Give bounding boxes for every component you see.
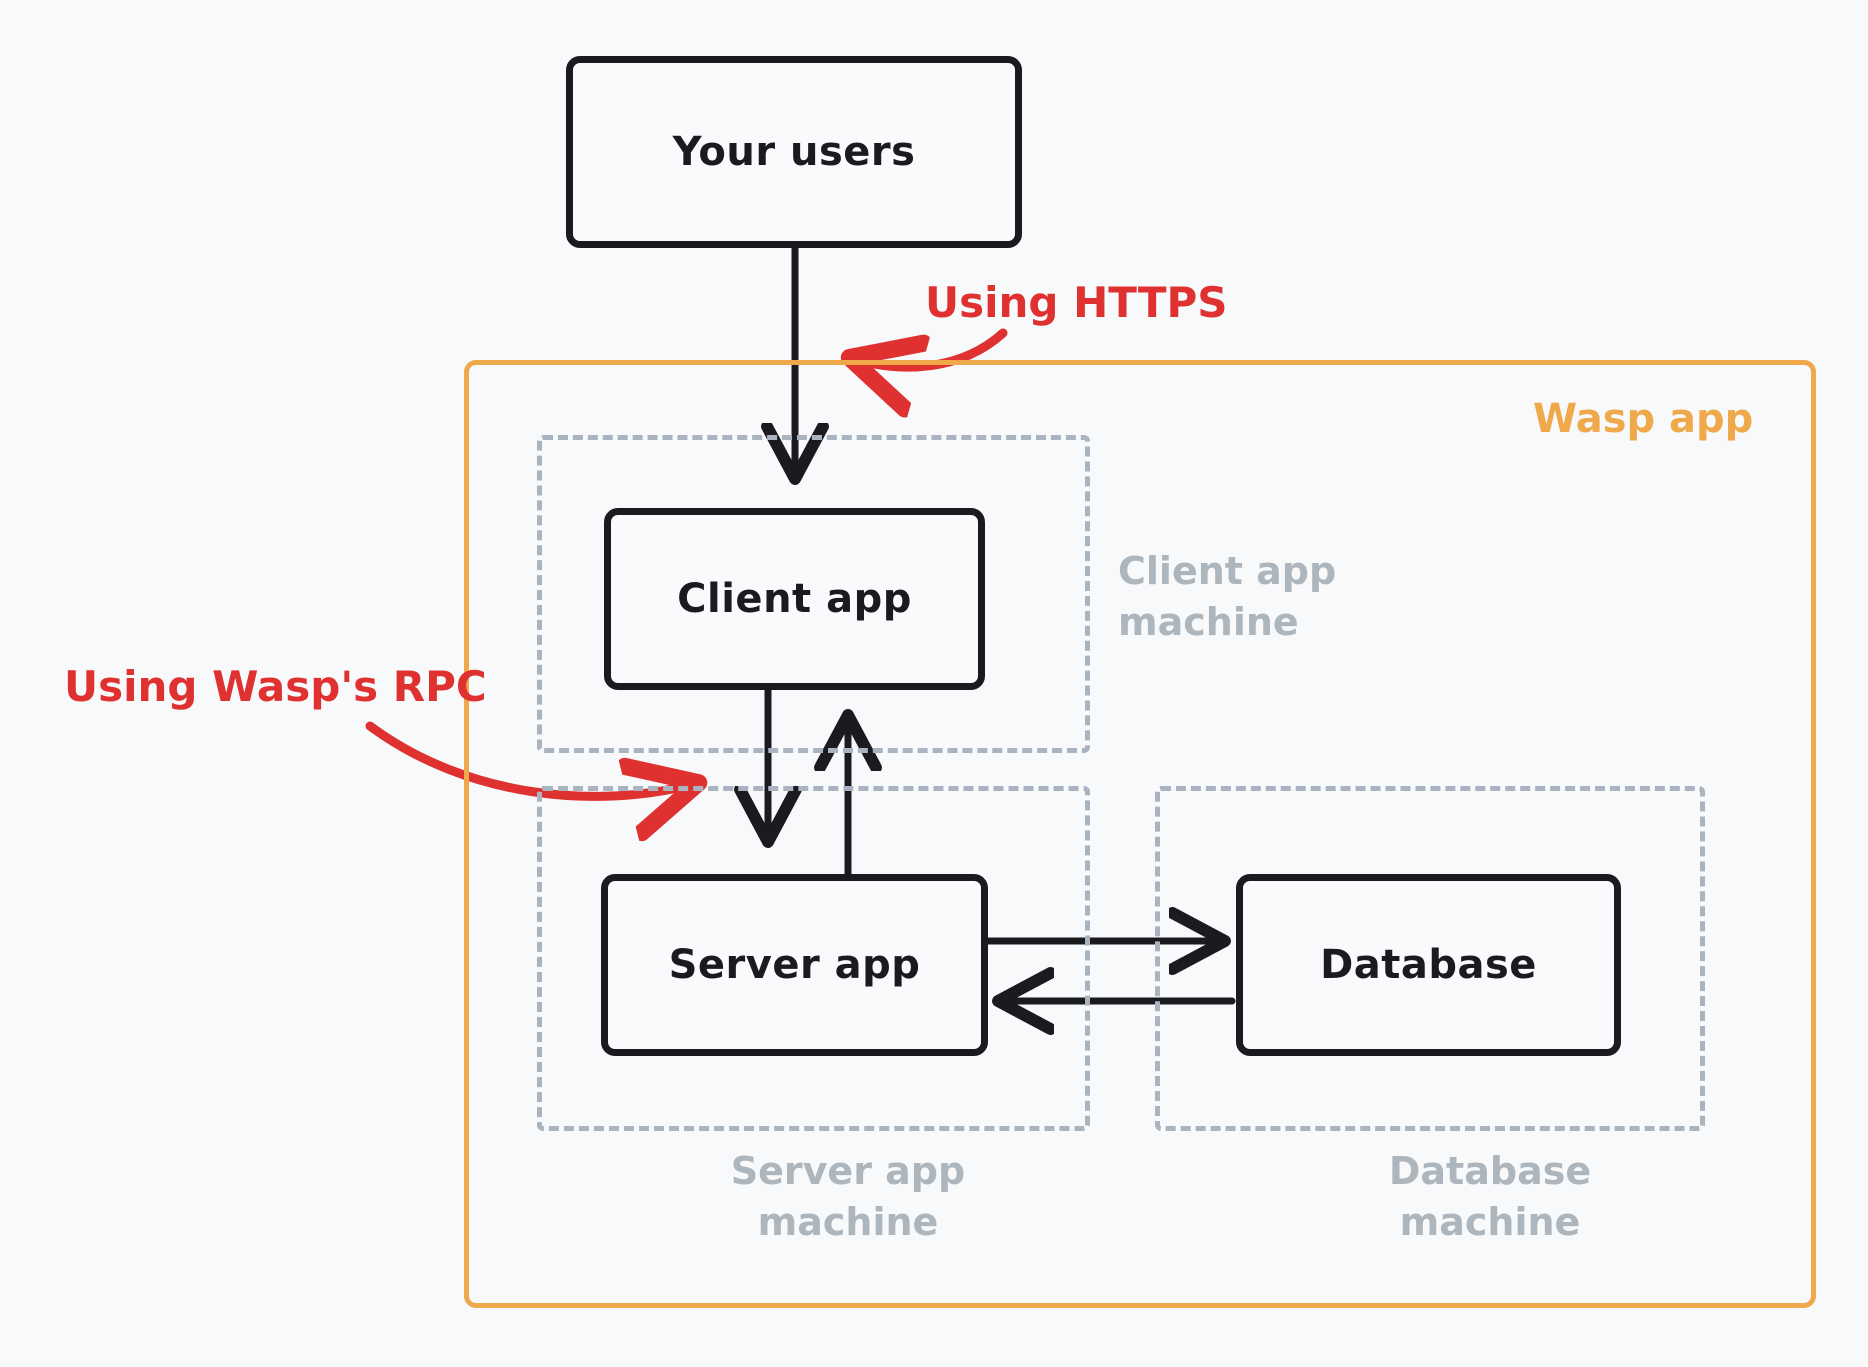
node-your-users-label: Your users [672,129,916,175]
client-app-machine-label: Client app machine [1118,549,1337,645]
database-machine-label: Database machine [1388,1149,1592,1245]
wasp-app-frame [464,360,1816,1308]
server-app-machine-box [537,786,1090,1131]
wasp-app-frame-label: Wasp app [1533,396,1754,442]
node-client-app[interactable]: Client app [604,508,985,690]
annotation-rpc-label: Using Wasp's RPC [64,662,487,711]
node-your-users[interactable]: Your users [566,56,1022,248]
database-machine-box [1155,786,1705,1131]
node-client-app-label: Client app [677,576,912,622]
annotation-arrow-rpc [365,721,690,796]
annotation-https-label: Using HTTPS [925,278,1228,327]
node-server-app[interactable]: Server app [601,874,988,1056]
node-database-label: Database [1320,942,1537,988]
node-server-app-label: Server app [668,942,921,988]
server-app-machine-label: Server app machine [730,1149,966,1245]
client-app-machine-box [537,435,1090,753]
node-database[interactable]: Database [1236,874,1621,1056]
